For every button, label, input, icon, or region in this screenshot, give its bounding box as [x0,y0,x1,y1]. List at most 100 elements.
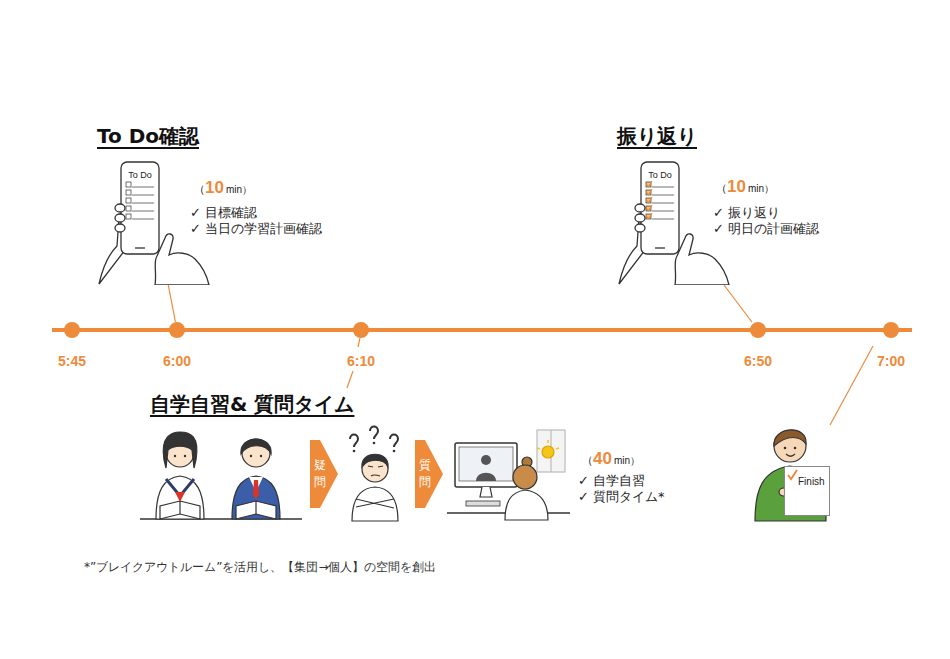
duration-unit: min） [748,182,774,196]
students-illustration [160,501,200,519]
checklist-item: ✓ 自学自習 [578,473,645,489]
phone-drawing [619,162,729,285]
section-heading: 振り返り [617,124,697,148]
phone-drawing [647,197,653,203]
chevron-shape [310,440,338,508]
students-illustration [255,501,256,514]
checklist-item: ✓ 振り返り [713,205,780,221]
online-question-illustration [537,440,559,449]
online-question-illustration [547,440,549,443]
confused-person [352,487,398,521]
leader-line [168,285,175,322]
online-question-illustration [466,501,500,506]
section-heading: To Do確認 [97,124,199,148]
time-label: 7:00 [877,353,905,369]
confused-person [390,435,398,453]
online-question-illustration [556,448,559,449]
section-heading: 自学自習& 質問タイム [150,392,354,416]
phone-drawing [646,214,651,219]
online-question-illustration [476,473,496,481]
students-illustration [184,455,186,457]
footnote: *”ブレイクアウトルーム”を活用し、【集団→個人】の空間を創出 [84,559,437,575]
duration-group: （10min） [716,177,774,197]
students-illustration [236,501,276,519]
duration-unit: min） [614,454,640,468]
confused-person [390,435,398,448]
phone-drawing [132,187,154,188]
students-illustration [174,455,176,457]
phone-drawing [652,219,674,220]
online-question-illustration [542,446,554,458]
students-illustration [241,439,271,454]
checklist-item: ✓ 当日の学習計画確認 [190,221,322,237]
time-label: 5:45 [58,353,86,369]
sheet-text: Finish [798,476,825,487]
duration-number: 10 [727,177,746,197]
students-illustration [232,476,280,519]
online-question-illustration [455,443,517,487]
phone-drawing [646,206,651,211]
duration-number: 40 [593,449,612,469]
students-illustration [140,432,302,519]
online-question-illustration [505,490,548,520]
arrow-text: 質問 [419,457,431,491]
phone-drawing [126,206,131,211]
phone-drawing [135,247,145,248]
phone-drawing [115,224,125,232]
students-illustration [253,480,259,499]
online-question-illustration [537,430,565,472]
timeline-dot: 7:00 [883,322,899,338]
sheet-shape [784,466,830,516]
arrow-text: 疑問 [314,457,326,491]
screen-title: To Do [645,170,675,180]
phone-drawing [655,247,665,248]
confused-person [350,427,398,522]
phone-drawing [126,198,131,203]
checklist-item: ✓ 質問タイム* [578,489,665,505]
online-question-illustration [513,465,537,489]
students-illustration [179,501,180,514]
timeline-dot: 6:50 [750,322,766,338]
phone-drawing [641,162,679,254]
duration-number: 10 [205,178,224,198]
phone-drawing [646,190,651,195]
confused-person [378,466,383,467]
confused-person [356,499,394,508]
confused-person [350,435,358,448]
leader-line [358,338,360,347]
online-question-illustration [447,430,570,520]
time-label: 6:50 [744,353,772,369]
phone-drawing [647,205,653,211]
online-question-illustration [537,448,540,449]
confused-person [393,450,396,453]
phone-drawing [132,219,154,220]
phone-drawing [652,203,674,204]
leader-line [347,338,873,425]
leader-line [347,371,353,388]
online-question-illustration [481,455,491,465]
phone-drawing [646,182,651,187]
confused-person [350,435,358,453]
phone-drawing [132,211,154,212]
phone-drawing [126,214,131,219]
phone-drawing [652,187,674,188]
time-label: 6:10 [347,353,375,369]
checklist-item: ✓ 明日の計画確認 [713,221,819,237]
students-illustration [156,476,204,519]
phone-drawing [635,214,645,222]
students-illustration [163,432,197,468]
phone-drawing [121,162,159,254]
confused-person [373,442,376,445]
chevron-shape [415,440,443,508]
phone-drawing [126,182,131,187]
students-illustration [250,455,252,457]
parenthesis: （ [716,181,727,196]
parenthesis: （ [194,182,205,197]
timeline-dot: 6:00 [169,322,185,338]
time-label: 6:00 [163,353,191,369]
online-question-illustration [459,447,513,481]
sheet-shape [788,470,797,479]
phone-drawing [635,224,645,232]
timeline-dot: 6:10 [353,322,369,338]
